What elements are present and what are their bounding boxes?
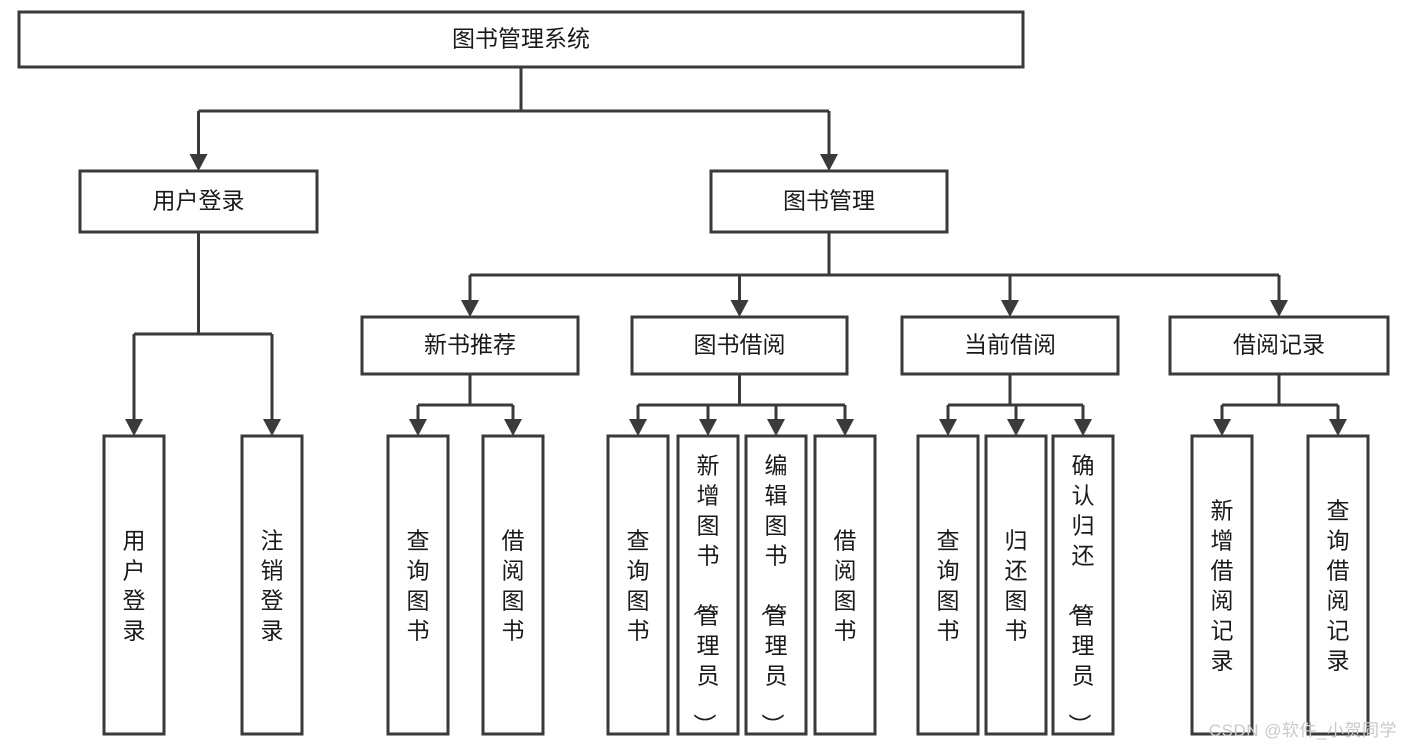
csdn-watermark: CSDN @软件_小贺同学	[1208, 721, 1397, 740]
node-label-leaf-borrow-book-rec: 借阅图书	[502, 527, 525, 643]
node-box-new-book-rec[interactable]	[360, 315, 580, 376]
nodes-layer: 图书管理系统用户登录图书管理新书推荐图书借阅当前借阅借阅记录用户登录注销登录查询…	[17, 10, 1390, 736]
node-label-user-login: 用户登录	[153, 188, 245, 214]
node-leaf-borrow-book[interactable]: 借阅图书	[813, 434, 877, 736]
node-box-leaf-borrow-book[interactable]	[813, 434, 877, 736]
edge-group-book-borrow	[629, 374, 854, 436]
node-leaf-query-borrow-record[interactable]: 查询借阅记录	[1306, 434, 1370, 736]
node-leaf-edit-book-admin[interactable]: 编辑图书（管理员）	[744, 434, 808, 736]
node-label-leaf-borrow-book: 借阅图书	[834, 527, 857, 643]
node-box-leaf-query-borrow-record[interactable]	[1306, 434, 1370, 736]
node-leaf-add-book-admin[interactable]: 新增图书（管理员）	[676, 434, 740, 736]
node-user-login[interactable]: 用户登录	[78, 169, 319, 234]
node-borrow-record[interactable]: 借阅记录	[1168, 315, 1390, 376]
node-box-leaf-query-book-borrow[interactable]	[606, 434, 670, 736]
node-leaf-borrow-book-rec[interactable]: 借阅图书	[481, 434, 545, 736]
node-box-leaf-return-book[interactable]	[984, 434, 1048, 736]
node-new-book-rec[interactable]: 新书推荐	[360, 315, 580, 376]
edge-group-new-book-rec	[409, 374, 522, 436]
edge-group-current-borrow	[939, 374, 1092, 436]
node-box-book-borrow[interactable]	[630, 315, 849, 376]
node-label-new-book-rec: 新书推荐	[424, 332, 516, 358]
node-box-leaf-logout[interactable]	[240, 434, 304, 736]
node-label-book-manage: 图书管理	[783, 188, 875, 214]
node-label-current-borrow: 当前借阅	[964, 332, 1056, 358]
node-box-leaf-query-book-rec[interactable]	[386, 434, 450, 736]
node-label-leaf-query-book-rec: 查询图书	[407, 527, 430, 643]
node-root[interactable]: 图书管理系统	[17, 10, 1025, 69]
node-leaf-return-book[interactable]: 归还图书	[984, 434, 1048, 736]
edge-group-book-manage	[461, 232, 1288, 317]
node-label-root: 图书管理系统	[452, 26, 590, 52]
node-label-book-borrow: 图书借阅	[694, 332, 786, 358]
node-box-root[interactable]	[17, 10, 1025, 69]
node-box-leaf-add-book-admin[interactable]	[676, 434, 740, 736]
node-book-borrow[interactable]: 图书借阅	[630, 315, 849, 376]
node-leaf-confirm-return-admin[interactable]: 确认归还（管理员）	[1051, 434, 1115, 736]
node-box-leaf-user-login[interactable]	[102, 434, 166, 736]
node-label-leaf-query-book-current: 查询图书	[937, 527, 960, 643]
node-box-leaf-confirm-return-admin[interactable]	[1051, 434, 1115, 736]
node-label-leaf-query-borrow-record: 查询借阅记录	[1327, 497, 1350, 673]
node-box-leaf-edit-book-admin[interactable]	[744, 434, 808, 736]
node-leaf-logout[interactable]: 注销登录	[240, 434, 304, 736]
node-label-borrow-record: 借阅记录	[1233, 332, 1325, 358]
node-label-leaf-return-book: 归还图书	[1005, 527, 1028, 643]
node-leaf-query-book-borrow[interactable]: 查询图书	[606, 434, 670, 736]
node-label-leaf-query-book-borrow: 查询图书	[627, 527, 650, 643]
node-label-leaf-edit-book-admin: 编辑图书（管理员）	[760, 452, 788, 736]
node-current-borrow[interactable]: 当前借阅	[900, 315, 1120, 376]
node-box-book-manage[interactable]	[709, 169, 949, 234]
node-box-user-login[interactable]	[78, 169, 319, 234]
node-leaf-add-borrow-record[interactable]: 新增借阅记录	[1190, 434, 1254, 736]
edge-group-root	[189, 67, 838, 171]
node-box-leaf-borrow-book-rec[interactable]	[481, 434, 545, 736]
node-label-leaf-add-book-admin: 新增图书（管理员）	[692, 452, 720, 736]
node-box-leaf-add-borrow-record[interactable]	[1190, 434, 1254, 736]
edges-layer	[125, 67, 1347, 436]
node-book-manage[interactable]: 图书管理	[709, 169, 949, 234]
node-box-leaf-query-book-current[interactable]	[916, 434, 980, 736]
node-label-leaf-confirm-return-admin: 确认归还（管理员）	[1067, 452, 1095, 736]
node-box-borrow-record[interactable]	[1168, 315, 1390, 376]
node-box-current-borrow[interactable]	[900, 315, 1120, 376]
node-label-leaf-add-borrow-record: 新增借阅记录	[1211, 497, 1234, 673]
node-label-leaf-logout: 注销登录	[261, 527, 284, 643]
node-label-leaf-user-login: 用户登录	[123, 527, 146, 643]
edge-group-borrow-record	[1213, 374, 1347, 436]
node-leaf-query-book-current[interactable]: 查询图书	[916, 434, 980, 736]
edge-group-user-login	[125, 232, 281, 436]
node-leaf-user-login[interactable]: 用户登录	[102, 434, 166, 736]
node-leaf-query-book-rec[interactable]: 查询图书	[386, 434, 450, 736]
